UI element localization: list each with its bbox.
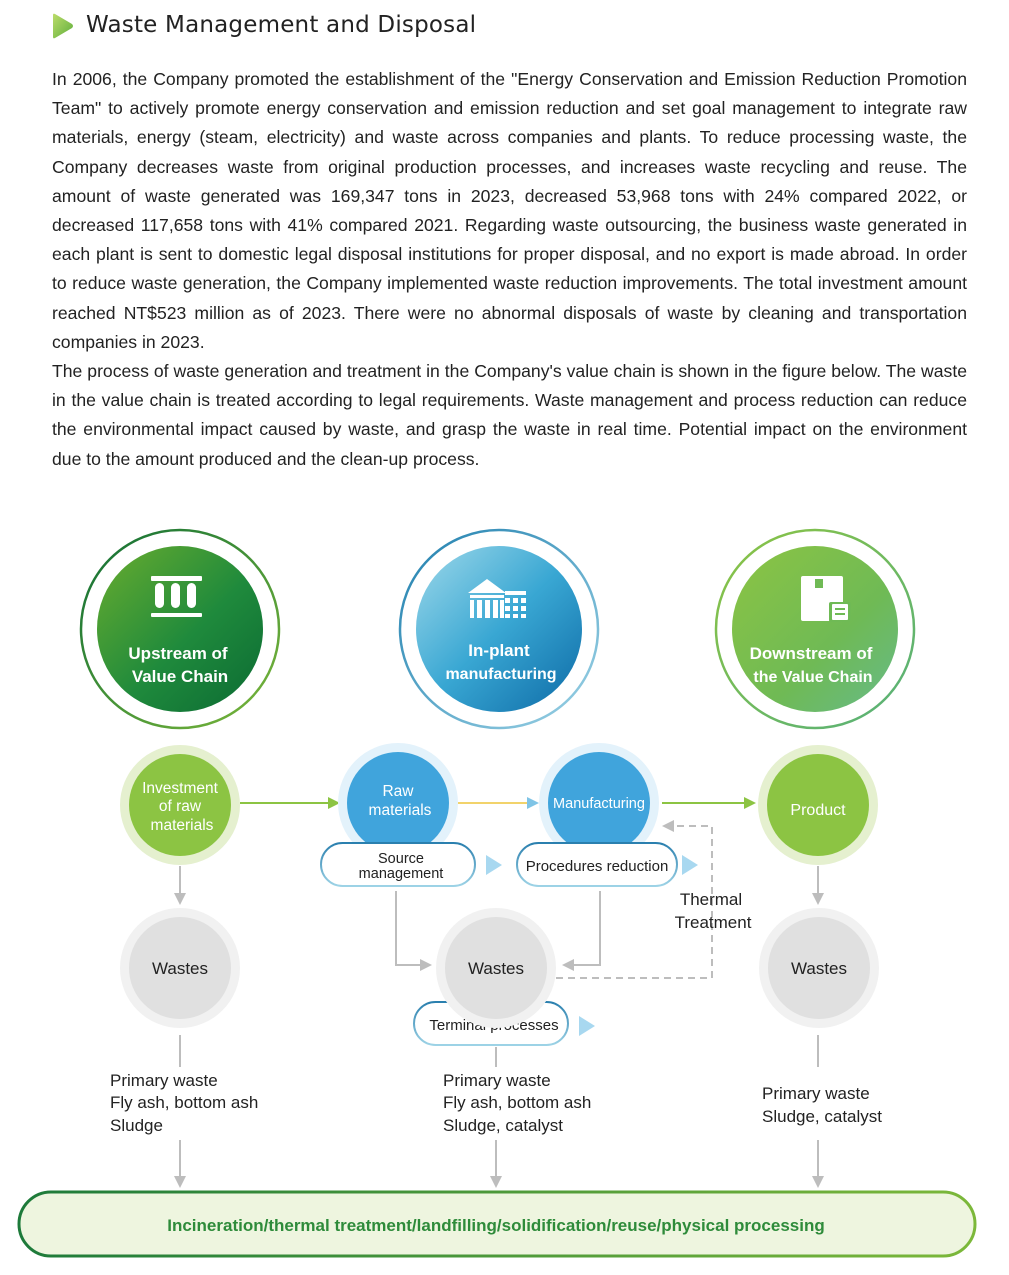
thermal-treatment-line2: Treatment [675, 913, 752, 932]
wastes-label: Wastes [468, 959, 524, 978]
stage-downstream-label-line1: Downstream of [750, 644, 873, 663]
arrow-source-to-wastes [395, 891, 432, 971]
product-box-icon [801, 576, 851, 622]
waste-list-item: Sludge, catalyst [443, 1116, 563, 1135]
wastes-node-downstream: Wastes [759, 908, 879, 1028]
waste-list-upstream: Primary waste Fly ash, bottom ash Sludge [110, 1071, 258, 1135]
pill-procedures-reduction-arrow-icon [682, 855, 698, 875]
treatment-methods-bar: Incineration/thermal treatment/landfilli… [17, 1190, 977, 1258]
stage-upstream-label-line2: Value Chain [132, 667, 228, 686]
node-raw-materials: Raw materials [338, 743, 458, 863]
node-raw-materials-line2: materials [369, 802, 432, 819]
waste-list-item: Primary waste [443, 1071, 551, 1090]
node-investment-of-raw-materials: Investment of raw materials [120, 745, 240, 865]
node-investment-line1: Investment [142, 780, 219, 797]
node-raw-materials-line1: Raw [382, 783, 414, 800]
waste-list-inplant: Primary waste Fly ash, bottom ash Sludge… [443, 1071, 591, 1135]
stage-inplant-label-line1: In-plant [468, 641, 530, 660]
test-tubes-icon [151, 576, 202, 617]
value-chain-waste-diagram: Upstream of Value Chain In-plant manufac… [17, 528, 977, 1258]
stage-inplant-label-line2: manufacturing [445, 666, 556, 683]
pill-source-management: Source management [320, 842, 502, 887]
waste-list-item: Sludge [110, 1116, 163, 1135]
section-title: Waste Management and Disposal [86, 12, 477, 38]
arrow-thermal-treatment-loop [556, 820, 713, 979]
node-investment-line3: materials [151, 817, 214, 834]
node-manufacturing-label: Manufacturing [553, 796, 645, 812]
body-paragraph-waste-reduction: In 2006, the Company promoted the establ… [52, 69, 967, 352]
thermal-treatment-line1: Thermal [680, 890, 742, 909]
waste-list-downstream: Primary waste Sludge, catalyst [762, 1084, 882, 1126]
pill-source-management-line2: management [359, 866, 444, 882]
wastes-node-inplant: Wastes [436, 908, 556, 1028]
waste-list-item: Primary waste [110, 1071, 218, 1090]
stage-downstream-label-line2: the Value Chain [753, 669, 872, 686]
thermal-treatment-label: Thermal Treatment [675, 890, 752, 932]
pill-procedures-reduction-label: Procedures reduction [526, 858, 669, 875]
stage-upstream: Upstream of Value Chain [79, 528, 281, 730]
node-investment-line2: of raw [159, 798, 202, 815]
waste-list-item: Primary waste [762, 1084, 870, 1103]
arrow-procedures-to-wastes [562, 891, 601, 971]
pill-source-management-arrow-icon [486, 855, 502, 875]
pill-source-management-line1: Source [378, 851, 424, 867]
pill-procedures-reduction: Procedures reduction [516, 842, 698, 887]
factory-icon [468, 579, 526, 618]
node-product: Product [758, 745, 878, 865]
body-paragraph-value-chain: The process of waste generation and trea… [52, 361, 967, 469]
node-product-label: Product [790, 802, 846, 819]
treatment-methods-label: Incineration/thermal treatment/landfilli… [167, 1216, 824, 1235]
waste-list-item: Sludge, catalyst [762, 1107, 882, 1126]
stage-upstream-label-line1: Upstream of [128, 644, 228, 663]
pill-terminal-processes-arrow-icon [579, 1016, 595, 1036]
wastes-label: Wastes [152, 959, 208, 978]
wastes-node-upstream: Wastes [120, 908, 240, 1028]
waste-list-item: Fly ash, bottom ash [443, 1093, 591, 1112]
stage-downstream: Downstream of the Value Chain [714, 528, 916, 730]
node-manufacturing: Manufacturing [539, 743, 659, 863]
section-header: Waste Management and Disposal [52, 10, 952, 42]
waste-list-item: Fly ash, bottom ash [110, 1093, 258, 1112]
stage-inplant: In-plant manufacturing [398, 528, 600, 730]
play-triangle-icon [53, 13, 73, 39]
wastes-label: Wastes [791, 959, 847, 978]
